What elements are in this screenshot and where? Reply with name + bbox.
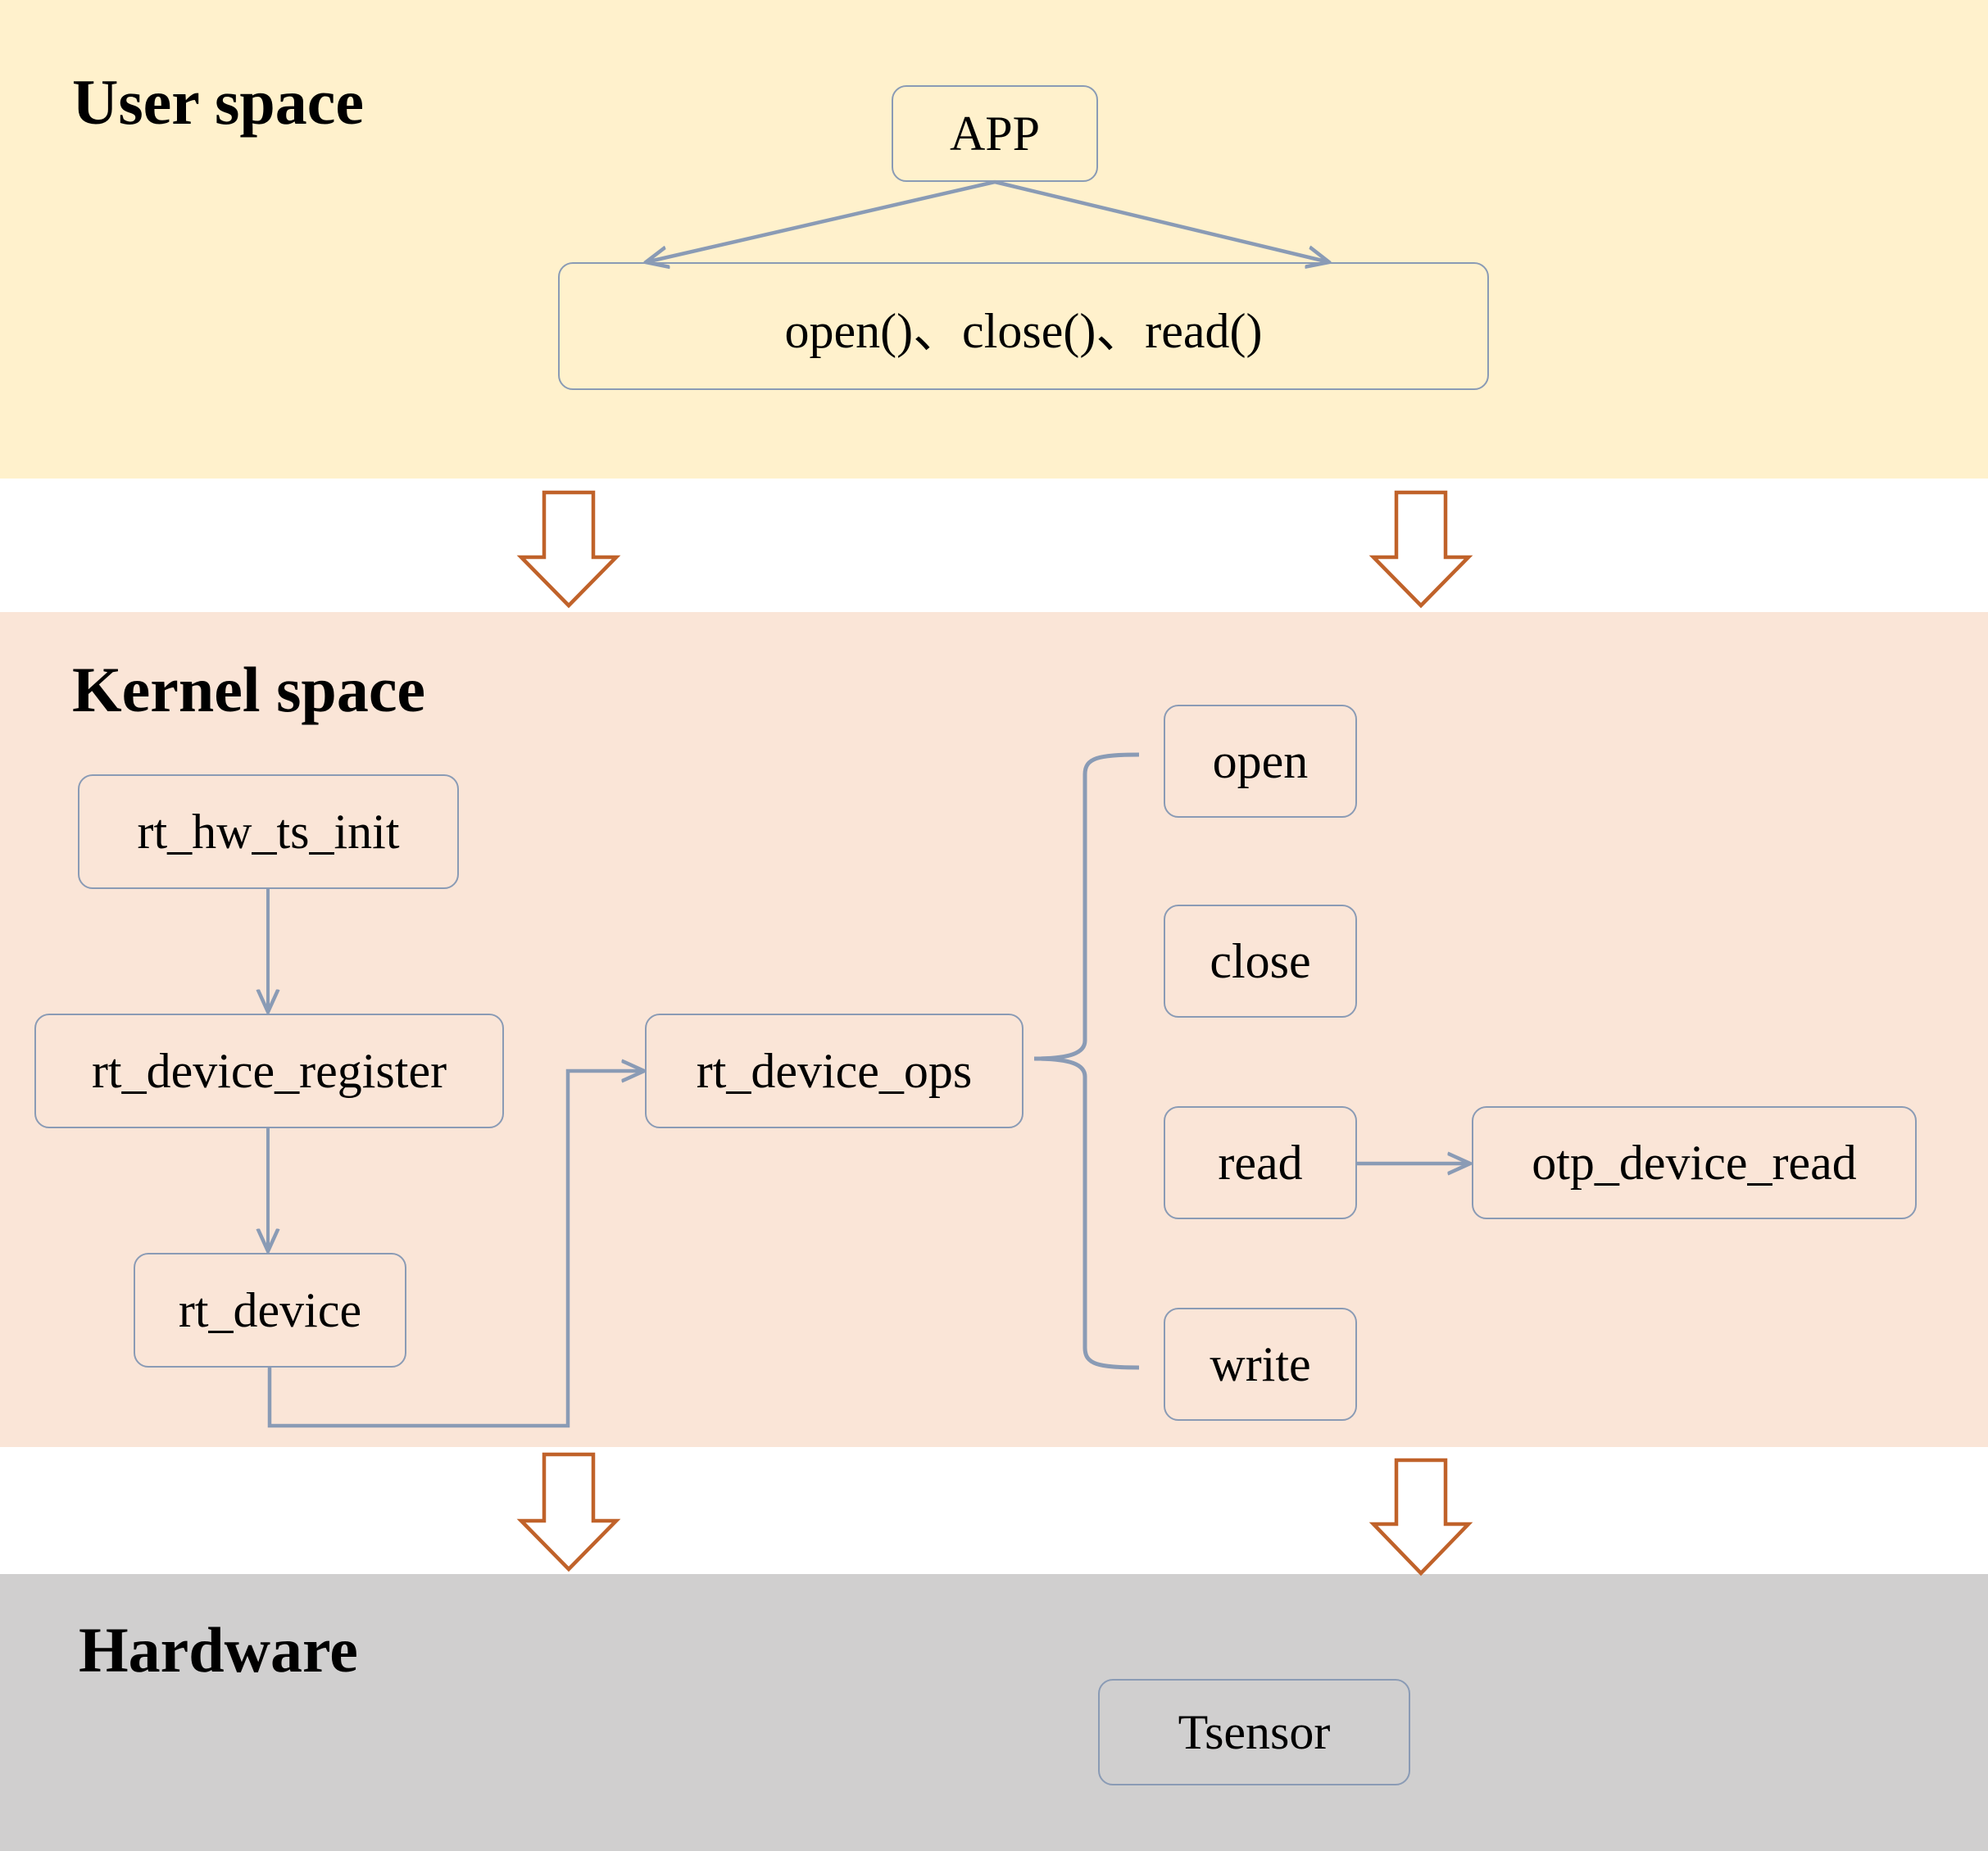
op-read-node: read <box>1164 1106 1357 1219</box>
app-to-syscalls-left-arrow <box>646 179 996 262</box>
ops-brace <box>1033 752 1140 1370</box>
syscalls-node: open()、close()、read() <box>558 262 1489 390</box>
op-open-node: open <box>1164 705 1357 818</box>
rt-device-ops-node: rt_device_ops <box>645 1014 1024 1128</box>
hardware-title: Hardware <box>79 1614 358 1685</box>
rt-device-node: rt_device <box>134 1253 406 1368</box>
op-write-node: write <box>1164 1308 1357 1421</box>
layer-arrow-down-icon <box>1368 490 1473 609</box>
rt-hw-ts-init-node: rt_hw_ts_init <box>78 774 459 889</box>
tsensor-node: Tsensor <box>1098 1679 1410 1785</box>
kernel-space-band <box>0 612 1988 1447</box>
otp-device-read-node: otp_device_read <box>1472 1106 1917 1219</box>
user-space-band <box>0 0 1988 479</box>
device-to-ops-arrow <box>267 1071 644 1428</box>
hardware-band <box>0 1574 1988 1851</box>
kernel-space-title: Kernel space <box>72 654 426 725</box>
layer-arrow-down-icon <box>516 490 621 609</box>
layer-arrow-down-icon <box>516 1452 621 1572</box>
app-node: APP <box>892 85 1098 182</box>
user-space-title: User space <box>72 66 364 138</box>
op-close-node: close <box>1164 905 1357 1018</box>
layer-arrow-down-icon <box>1368 1458 1473 1577</box>
app-to-syscalls-right-arrow <box>994 179 1329 262</box>
rt-device-register-node: rt_device_register <box>34 1014 504 1128</box>
